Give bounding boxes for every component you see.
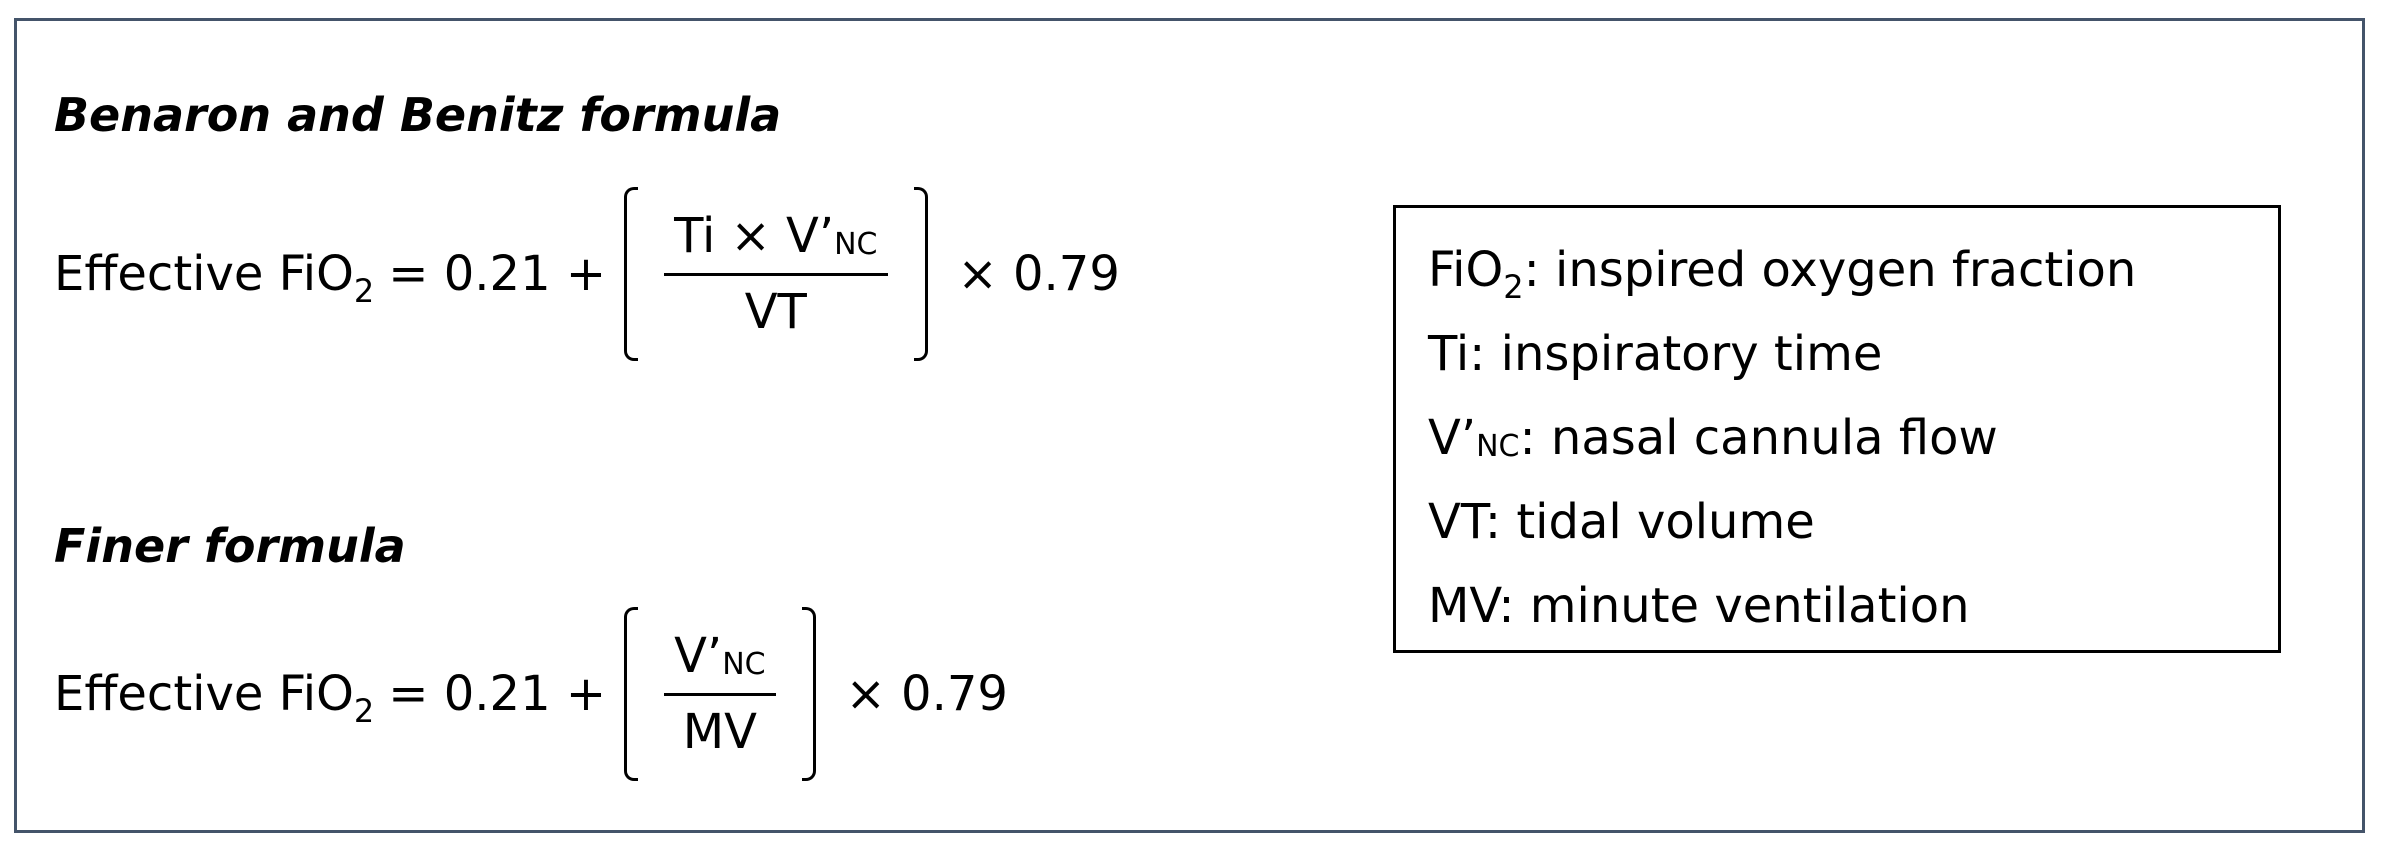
formula-heading-benaron-benitz: Benaron and Benitz formula [54, 88, 782, 142]
formula-benaron-benitz: Effective FiO2 = 0.21 + Ti × V’NC VT × 0… [54, 184, 1120, 364]
numerator: Ti × V’NC [674, 207, 878, 264]
lhs-label: Effective FiO2 [54, 246, 375, 310]
lhs-label: Effective FiO2 [54, 666, 375, 730]
nc-subscript: NC [722, 646, 766, 682]
legend-subscript: 2 [1503, 268, 1524, 306]
figure-frame [14, 18, 2365, 833]
legend-item-vt: VT: tidal volume [1428, 494, 1815, 550]
legend-item-fio2: FiO2: inspired oxygen fraction [1428, 242, 2137, 306]
denominator: VT [744, 283, 807, 340]
formula-heading-finer: Finer formula [54, 519, 406, 573]
multiplier: × 0.79 [845, 666, 1008, 722]
right-bracket [913, 187, 928, 361]
fraction-line [664, 272, 888, 276]
nc-subscript: NC [834, 226, 878, 262]
formula-finer: Effective FiO2 = 0.21 + V’NC MV × 0.79 [54, 604, 1008, 784]
fraction: V’NC MV [664, 627, 776, 760]
legend-item-ti: Ti: inspiratory time [1428, 326, 1883, 382]
legend-item-vnc: V’NC: nasal cannula flow [1428, 410, 1998, 466]
left-bracket [624, 187, 639, 361]
numerator: V’NC [674, 627, 766, 684]
multiplier: × 0.79 [957, 246, 1120, 302]
denominator: MV [682, 703, 757, 760]
left-bracket [624, 607, 639, 781]
equals-constant: = 0.21 + [388, 246, 607, 302]
fraction: Ti × V’NC VT [664, 207, 888, 340]
fraction-line [664, 692, 776, 696]
equals-constant: = 0.21 + [388, 666, 607, 722]
legend-box: FiO2: inspired oxygen fraction Ti: inspi… [1393, 205, 2281, 653]
legend-item-mv: MV: minute ventilation [1428, 578, 1970, 634]
lhs-subscript: 2 [353, 272, 375, 310]
legend-nc: NC [1476, 429, 1520, 464]
lhs-subscript: 2 [353, 692, 375, 730]
right-bracket [801, 607, 816, 781]
